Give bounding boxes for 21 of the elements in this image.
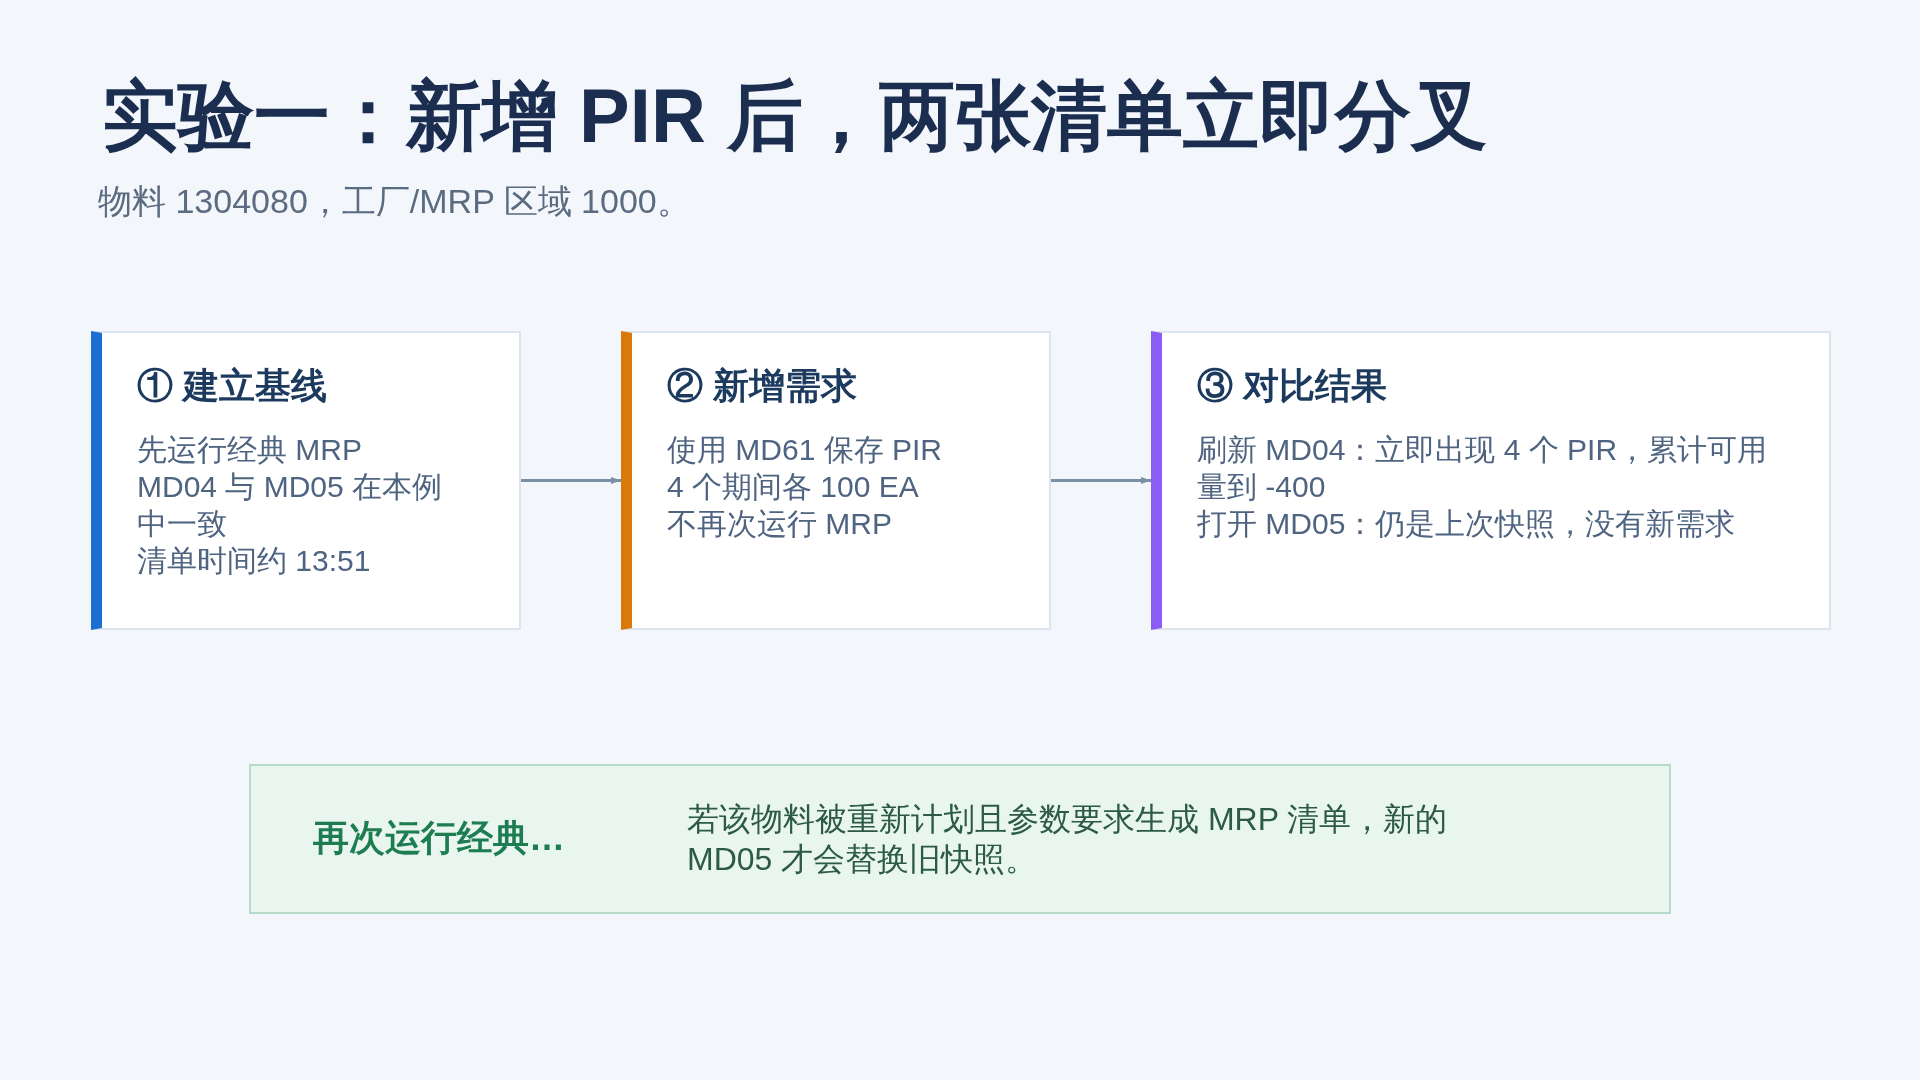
step-card bbox=[621, 331, 1051, 630]
card-text: 打开 MD05：仍是上次快照，没有新需求 bbox=[1197, 506, 1737, 542]
card-text: 使用 MD61 保存 PIR bbox=[667, 432, 944, 468]
note-box bbox=[249, 764, 1671, 914]
title: 实验一：新增 PIR 后，两张清单立即分叉 bbox=[102, 72, 1487, 160]
card-text: 清单时间约 13:51 bbox=[137, 543, 372, 579]
card-heading: ③ 对比结果 bbox=[1197, 364, 1387, 408]
card-heading: ① 建立基线 bbox=[137, 364, 327, 408]
card-heading: ② 新增需求 bbox=[667, 364, 857, 408]
subtitle: 物料 1304080，工厂/MRP 区域 1000。 bbox=[98, 181, 691, 222]
step-card bbox=[1151, 331, 1831, 630]
card-text: 4 个期间各 100 EA bbox=[667, 469, 920, 505]
card-text: 先运行经典 MRP bbox=[137, 432, 363, 468]
card-text: 不再次运行 MRP bbox=[667, 506, 893, 542]
card-text: MD04 与 MD05 在本例中一致 bbox=[137, 469, 444, 542]
arrow bbox=[521, 477, 621, 484]
note-text: 若该物料被重新计划且参数要求生成 MRP 清单，新的 MD05 才会替换旧快照。 bbox=[687, 800, 1449, 879]
arrow bbox=[1051, 477, 1151, 484]
card-text: 刷新 MD04：立即出现 4 个 PIR，累计可用量到 -400 bbox=[1197, 432, 1769, 505]
note-heading: 再次运行经典… bbox=[313, 816, 565, 860]
step-card bbox=[91, 331, 521, 630]
